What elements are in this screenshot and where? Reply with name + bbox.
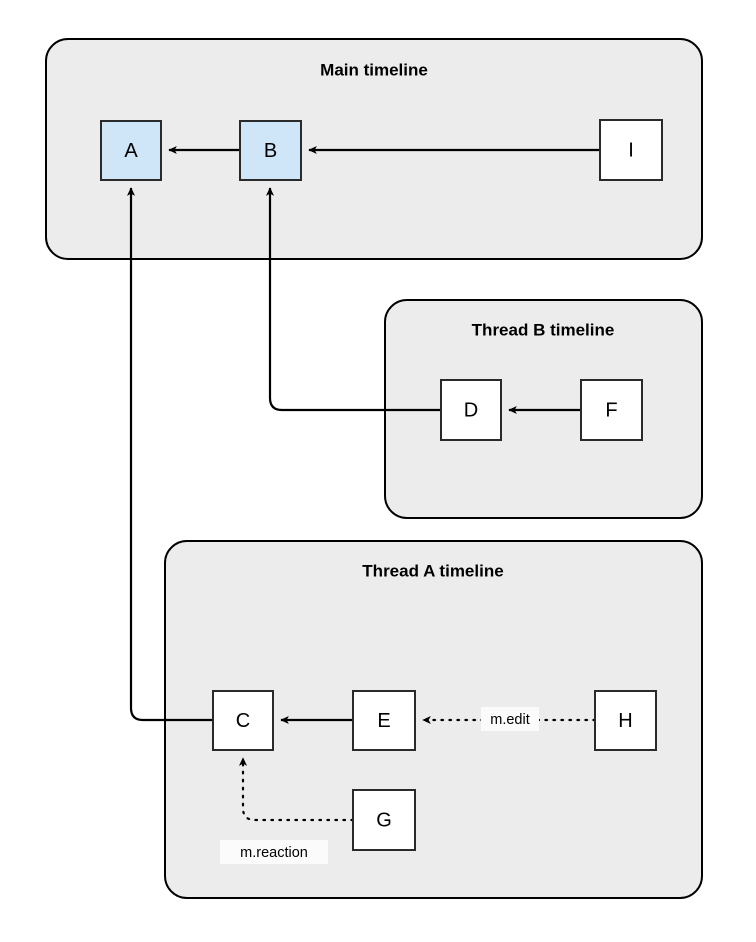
event-node-h[interactable]: H [594,690,657,751]
relationship-edges [126,145,600,822]
timeline-group-title-thread-a: Thread A timeline [362,561,503,580]
event-node-box-b[interactable] [239,120,302,181]
event-node-box-e[interactable] [352,690,416,751]
edge-C-to-A [126,187,213,722]
event-node-label-i: I [628,139,634,161]
edge-label-text-m-edit: m.edit [490,712,530,728]
timeline-group-title-main: Main timeline [320,60,428,79]
event-node-box-a[interactable] [100,120,162,181]
event-node-box-h[interactable] [594,690,657,751]
edge-G-to-C [238,756,355,822]
event-node-label-g: G [376,809,392,831]
edge-label-m-reaction: m.reaction [220,840,328,864]
edge-label-background-m-reaction [220,840,328,864]
edge-label-text-m-reaction: m.reaction [240,845,308,861]
event-node-b[interactable]: B [239,120,302,181]
event-node-box-i[interactable] [599,119,663,181]
edge-label-m-edit: m.edit [481,707,539,731]
event-node-box-c[interactable] [212,690,274,751]
event-node-c[interactable]: C [212,690,274,751]
event-node-a[interactable]: A [100,120,162,181]
event-node-label-b: B [264,140,277,162]
event-node-box-f[interactable] [580,379,643,441]
event-node-e[interactable]: E [352,690,416,751]
event-node-d[interactable]: D [440,379,502,441]
event-node-box-d[interactable] [440,379,502,441]
event-node-i[interactable]: I [599,119,663,181]
event-node-label-f: F [605,399,617,421]
edge-labels: m.edit m.reaction [220,707,539,864]
timeline-group-title-thread-b: Thread B timeline [472,320,615,339]
event-node-g[interactable]: G [352,789,416,851]
edge-D-to-B [265,187,441,412]
event-nodes: A B I D F C E H G [100,119,663,851]
event-node-label-c: C [236,710,250,732]
event-node-label-d: D [464,399,478,421]
event-node-label-a: A [124,140,138,162]
event-node-box-g[interactable] [352,789,416,851]
edge-label-background-m-edit [481,707,539,731]
event-node-label-h: H [618,710,632,732]
event-node-f[interactable]: F [580,379,643,441]
event-node-label-e: E [377,710,390,732]
